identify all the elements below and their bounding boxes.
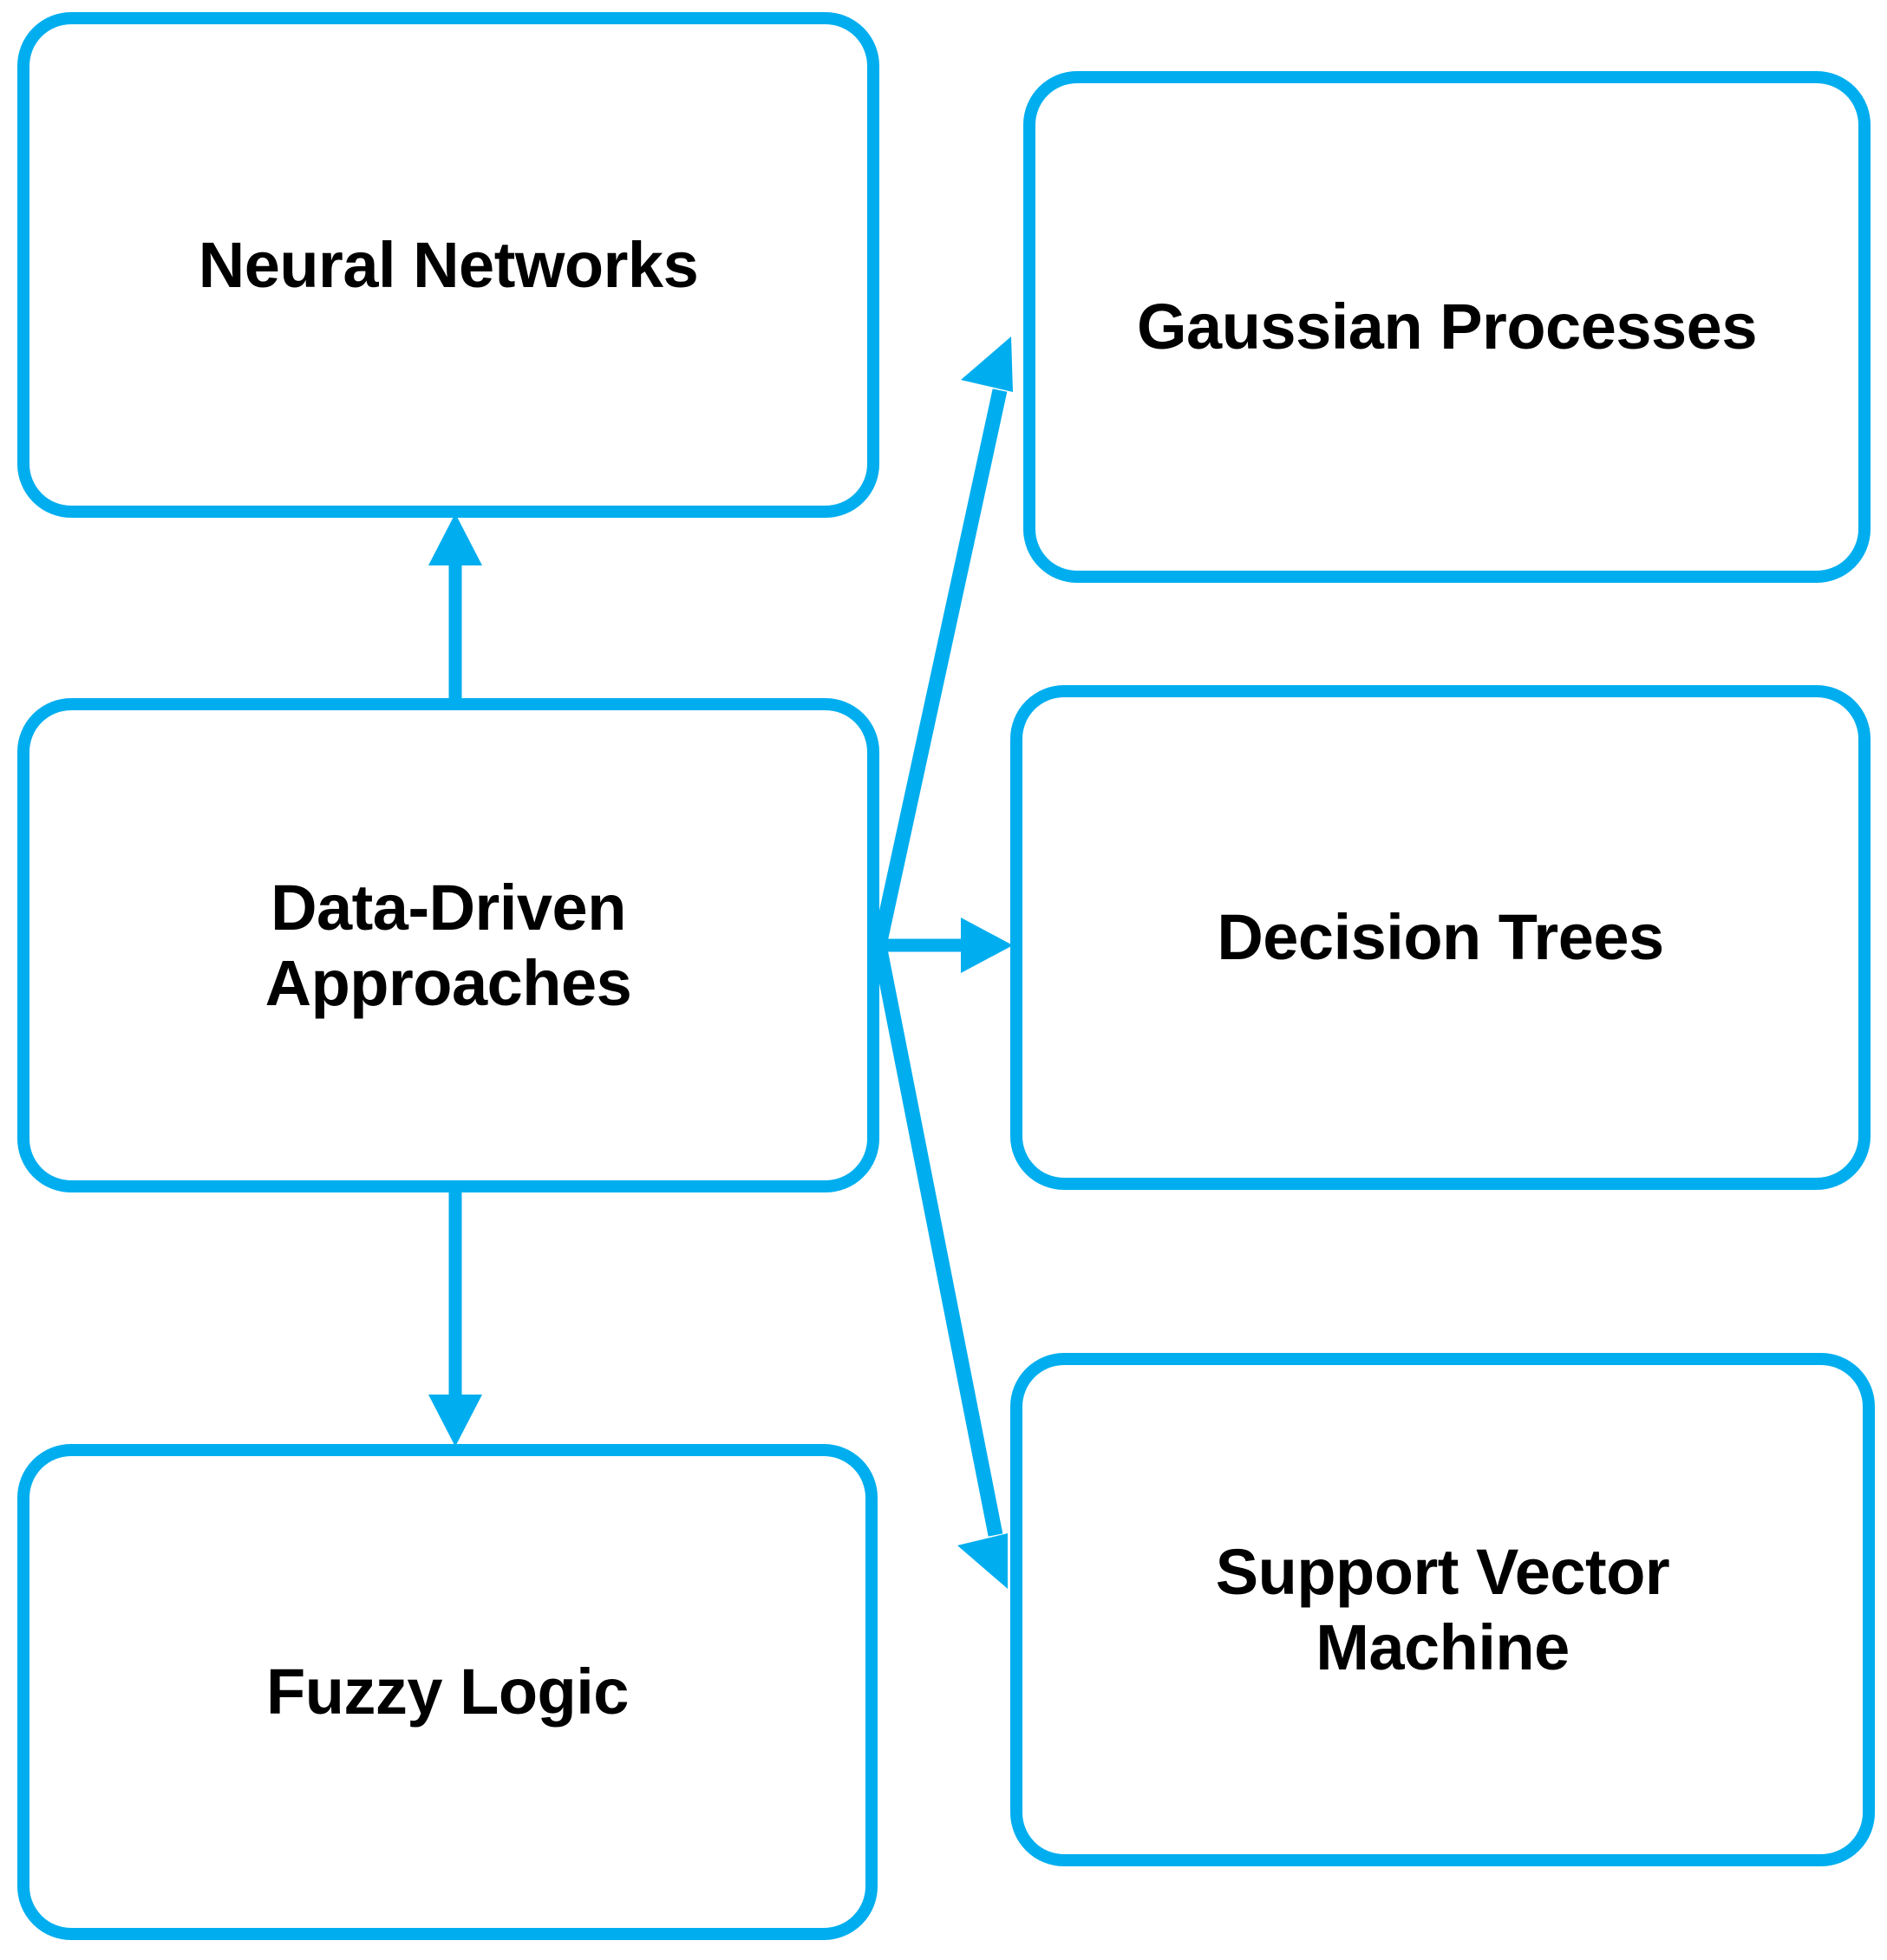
node-label-data-driven-approaches: Data-Driven Approaches bbox=[264, 871, 632, 1019]
node-label-decision-trees: Decision Trees bbox=[1217, 901, 1664, 974]
node-fuzzy-logic[interactable]: Fuzzy Logic bbox=[17, 1444, 878, 1940]
edge-data-driven-to-decision-trees bbox=[879, 918, 1013, 973]
node-label-neural-networks: Neural Networks bbox=[198, 228, 699, 301]
node-gaussian-processes[interactable]: Gaussian Processes bbox=[1023, 71, 1871, 583]
node-decision-trees[interactable]: Decision Trees bbox=[1010, 685, 1871, 1190]
node-support-vector-machine[interactable]: Support Vector Machine bbox=[1010, 1353, 1875, 1866]
node-label-support-vector-machine: Support Vector Machine bbox=[1215, 1535, 1670, 1683]
edge-data-driven-to-neural-networks bbox=[428, 513, 482, 698]
node-label-gaussian-processes: Gaussian Processes bbox=[1137, 291, 1758, 363]
edge-data-driven-to-gaussian-processes bbox=[872, 336, 1013, 947]
edge-data-driven-to-fuzzy-logic bbox=[428, 1192, 482, 1447]
node-data-driven-approaches[interactable]: Data-Driven Approaches bbox=[17, 698, 879, 1192]
node-label-fuzzy-logic: Fuzzy Logic bbox=[266, 1656, 629, 1728]
node-neural-networks[interactable]: Neural Networks bbox=[17, 12, 879, 518]
edge-data-driven-to-svm bbox=[872, 944, 1008, 1589]
